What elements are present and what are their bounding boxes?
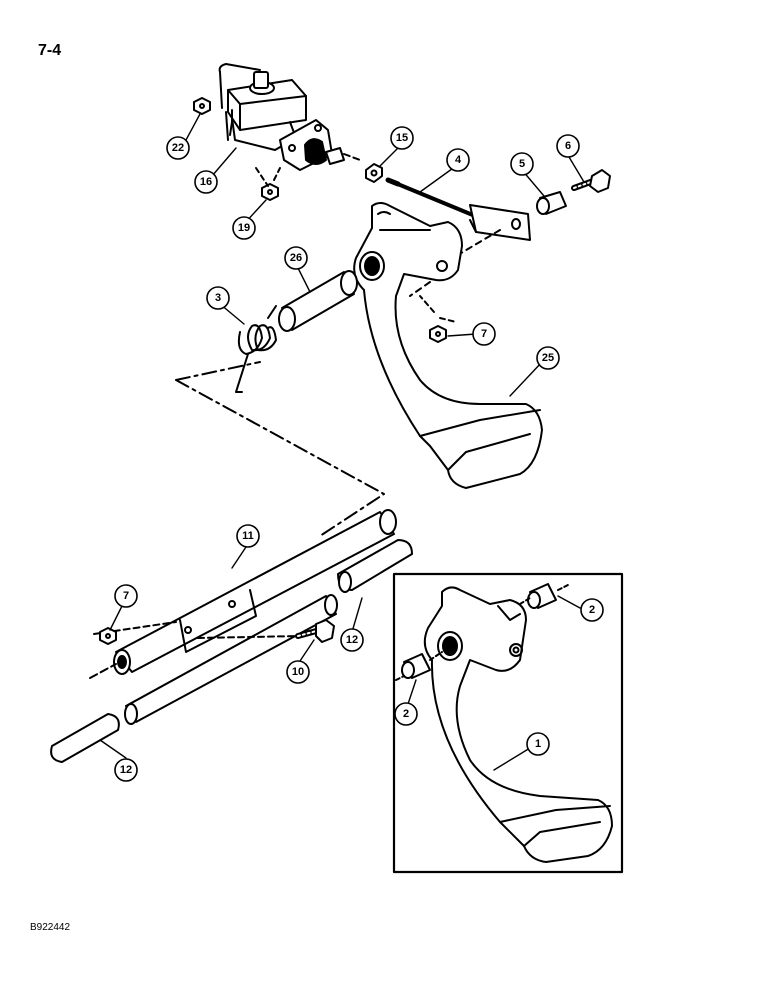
- part-4-push-rod: [385, 177, 531, 241]
- part-7-nut: [429, 325, 447, 343]
- part-26-sleeve: [278, 270, 358, 332]
- part-15-nut: [365, 163, 383, 183]
- callout-2-lower: 2: [403, 708, 409, 720]
- part-19-nut: [261, 183, 279, 201]
- part-12-grip: [337, 539, 413, 593]
- callout-10: 10: [292, 666, 304, 678]
- part-2-bushing: [519, 583, 571, 609]
- callout-22: 22: [172, 142, 184, 154]
- part-12-grip-lower: [50, 713, 120, 763]
- callout-12-lower: 12: [120, 764, 132, 776]
- callout-circles: [114, 126, 604, 782]
- figure-code: B922442: [30, 922, 71, 933]
- master-cylinder: [218, 63, 361, 171]
- callout-7: 7: [481, 328, 487, 340]
- callout-11: 11: [242, 530, 254, 542]
- part-2-bushing-left: [395, 651, 443, 681]
- part-11-shaft: [89, 509, 397, 679]
- part-10-bolt: [197, 619, 335, 643]
- callout-3: 3: [215, 292, 221, 304]
- callout-25: 25: [542, 352, 554, 364]
- callout-6: 6: [565, 140, 571, 152]
- callout-12: 12: [346, 634, 358, 646]
- part-6-bolt: [571, 169, 611, 193]
- callout-15: 15: [396, 132, 408, 144]
- callout-26: 26: [290, 252, 302, 264]
- part-1-pedal-inset: [423, 586, 613, 863]
- lower-tube: [124, 594, 338, 725]
- callout-7-lower: 7: [123, 590, 129, 602]
- callout-5: 5: [519, 158, 525, 170]
- callout-2: 2: [589, 604, 595, 616]
- part-3-spring: [235, 305, 277, 393]
- callout-16: 16: [200, 176, 212, 188]
- part-5-bushing: [536, 191, 567, 215]
- part-7-nut-lower: [99, 627, 117, 645]
- callout-19: 19: [238, 222, 250, 234]
- part-25-pedal: [353, 202, 543, 489]
- callout-1: 1: [535, 738, 541, 750]
- part-22-nut: [193, 97, 211, 115]
- callout-4: 4: [455, 154, 462, 166]
- inset-frame: [392, 572, 624, 874]
- page-number: 7-4: [38, 42, 62, 59]
